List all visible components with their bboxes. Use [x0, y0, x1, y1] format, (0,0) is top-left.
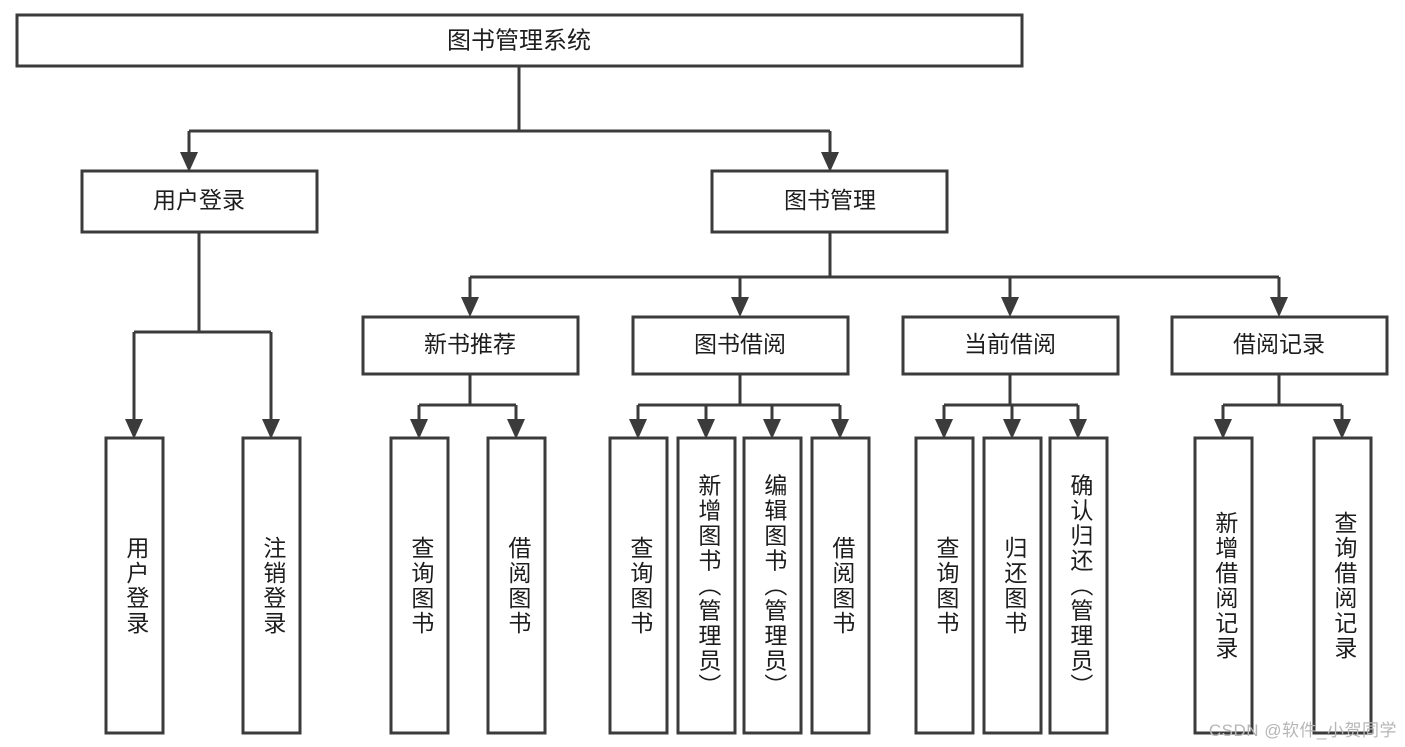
- arrowhead-icon: [180, 152, 198, 172]
- arrowhead-icon: [1333, 419, 1351, 439]
- leaf-query-book-current-box[interactable]: [914, 436, 975, 735]
- leaf-add-book-admin-label: 新增图书（管理员）: [695, 474, 722, 699]
- leaf-node[interactable]: 借阅图书: [810, 436, 871, 735]
- leaf-user-login-box[interactable]: [104, 436, 165, 735]
- arrowhead-icon: [629, 419, 647, 439]
- arrowhead-icon: [1069, 419, 1087, 439]
- leaf-node[interactable]: 归还图书: [982, 436, 1043, 735]
- leaf-query-borrow-record-box[interactable]: [1312, 436, 1373, 735]
- edge-currentborrow-to-bus: [942, 374, 1080, 419]
- edge-newbook-to-bus: [417, 374, 518, 419]
- node-borrow-record[interactable]: 借阅记录: [1170, 315, 1389, 376]
- node-user-login-label: 用户登录: [153, 187, 245, 213]
- arrowhead-icon: [410, 419, 428, 439]
- leaf-edit-book-admin-box[interactable]: [742, 436, 803, 735]
- leaf-query-book-recommend-box[interactable]: [389, 436, 450, 735]
- leaf-query-book-recommend-label: 查询图书: [408, 536, 435, 636]
- node-current-borrow-box[interactable]: [901, 315, 1120, 376]
- leaf-node[interactable]: 查询图书: [914, 436, 975, 735]
- leaf-user-login-label: 用户登录: [123, 536, 150, 636]
- leaf-node[interactable]: 新增图书（管理员）: [676, 436, 737, 735]
- node-new-book-recommend[interactable]: 新书推荐: [361, 315, 580, 376]
- leaf-return-book-box[interactable]: [982, 436, 1043, 735]
- node-current-borrow[interactable]: 当前借阅: [901, 315, 1120, 376]
- leaf-query-book-borrow-box[interactable]: [608, 436, 669, 735]
- node-root[interactable]: 图书管理系统: [15, 13, 1024, 68]
- leaf-confirm-return-admin-box[interactable]: [1048, 436, 1109, 735]
- leaf-node[interactable]: 用户登录: [104, 436, 165, 735]
- leaf-borrow-book-label: 借阅图书: [829, 536, 856, 636]
- leaf-node[interactable]: 新增借阅记录: [1193, 436, 1254, 735]
- arrowhead-icon: [731, 297, 749, 317]
- leaf-node[interactable]: 借阅图书: [486, 436, 547, 735]
- arrowhead-icon: [125, 419, 143, 439]
- leaf-node[interactable]: 编辑图书（管理员）: [742, 436, 803, 735]
- arrowhead-icon: [697, 419, 715, 439]
- node-root-label: 图书管理系统: [447, 27, 591, 54]
- arrowhead-icon: [1214, 419, 1232, 439]
- leaf-node[interactable]: 查询图书: [389, 436, 450, 735]
- node-book-borrow[interactable]: 图书借阅: [631, 315, 850, 376]
- node-book-borrow-label: 图书借阅: [694, 331, 786, 357]
- leaf-logout-box[interactable]: [241, 436, 302, 735]
- node-new-book-recommend-box[interactable]: [361, 315, 580, 376]
- edge-borrowrecord-to-bus: [1221, 374, 1344, 419]
- node-book-borrow-box[interactable]: [631, 315, 850, 376]
- leaf-query-book-borrow-label: 查询图书: [627, 536, 654, 636]
- arrowhead-icon: [1270, 297, 1288, 317]
- leaf-logout-label: 注销登录: [260, 536, 287, 636]
- node-book-management[interactable]: 图书管理: [710, 169, 949, 234]
- arrowhead-icon: [1003, 419, 1021, 439]
- node-user-login[interactable]: 用户登录: [80, 169, 319, 234]
- node-current-borrow-label: 当前借阅: [964, 331, 1056, 357]
- edges-layer: [132, 66, 1344, 419]
- node-borrow-record-box[interactable]: [1170, 315, 1389, 376]
- edge-userlogin-to-bus: [132, 232, 273, 419]
- leaf-edit-book-admin-label: 编辑图书（管理员）: [761, 474, 788, 699]
- leaf-confirm-return-admin-label: 确认归还（管理员）: [1067, 474, 1094, 699]
- arrowhead-icon: [262, 419, 280, 439]
- node-book-management-box[interactable]: [710, 169, 949, 234]
- leaf-node[interactable]: 注销登录: [241, 436, 302, 735]
- leaf-add-borrow-record-box[interactable]: [1193, 436, 1254, 735]
- node-book-management-label: 图书管理: [784, 187, 876, 213]
- leaf-node[interactable]: 查询图书: [608, 436, 669, 735]
- edge-bookborrow-to-bus: [636, 374, 842, 419]
- arrowheads-layer: [125, 152, 1351, 439]
- arrowhead-icon: [1001, 297, 1019, 317]
- node-new-book-recommend-label: 新书推荐: [424, 331, 516, 357]
- leaf-borrow-book-recommend-label: 借阅图书: [505, 536, 532, 636]
- leaf-add-book-admin-box[interactable]: [676, 436, 737, 735]
- leaf-return-book-label: 归还图书: [1001, 536, 1028, 636]
- leaf-node[interactable]: 确认归还（管理员）: [1048, 436, 1109, 735]
- arrowhead-icon: [821, 152, 839, 172]
- leaf-borrow-book-recommend-box[interactable]: [486, 436, 547, 735]
- leaf-query-book-current-label: 查询图书: [933, 536, 960, 636]
- arrowhead-icon: [763, 419, 781, 439]
- leaf-borrow-book-box[interactable]: [810, 436, 871, 735]
- arrowhead-icon: [507, 419, 525, 439]
- edge-root-to-level2-bus: [187, 66, 832, 152]
- arrowhead-icon: [461, 297, 479, 317]
- leaf-add-borrow-record-label: 新增借阅记录: [1212, 511, 1239, 661]
- arrowhead-icon: [935, 419, 953, 439]
- leaf-query-borrow-record-label: 查询借阅记录: [1331, 511, 1358, 661]
- node-borrow-record-label: 借阅记录: [1233, 331, 1325, 357]
- node-root-box[interactable]: [15, 13, 1024, 68]
- arrowhead-icon: [831, 419, 849, 439]
- node-user-login-box[interactable]: [80, 169, 319, 234]
- edge-bookmgmt-to-level3-bus: [468, 232, 1281, 297]
- leaf-node[interactable]: 查询借阅记录: [1312, 436, 1373, 735]
